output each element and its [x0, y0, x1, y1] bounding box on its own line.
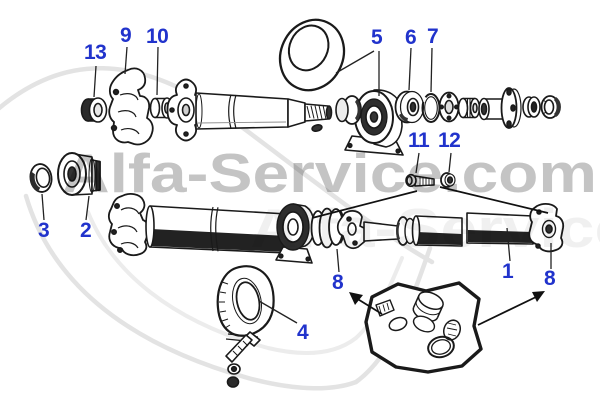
part-snap-ring — [421, 93, 441, 123]
part-seal-cup — [29, 163, 53, 193]
part-end-nut — [540, 95, 561, 119]
part-lower-yoke — [107, 193, 150, 257]
strap-lines — [311, 186, 549, 219]
part-boot-rings — [310, 207, 345, 249]
kit-arrows — [349, 291, 545, 326]
part-spider-disc — [438, 91, 460, 123]
part-label-1[interactable]: 1 — [502, 260, 514, 283]
part-center-support-bottom — [275, 203, 315, 264]
part-label-3[interactable]: 3 — [38, 219, 50, 242]
part-label-11[interactable]: 11 — [408, 129, 430, 152]
part-rubber-ring — [278, 18, 346, 92]
part-bushing-sleeve — [57, 152, 101, 196]
part-washer — [522, 96, 541, 118]
part-dome-nut — [80, 97, 108, 123]
leader-lines — [41, 46, 552, 324]
part-rubber-damper — [216, 265, 275, 388]
part-splined-sleeve — [457, 97, 481, 119]
part-front-shaft — [166, 78, 333, 142]
part-label-9[interactable]: 9 — [120, 24, 132, 47]
part-label-13[interactable]: 13 — [84, 41, 107, 64]
part-rear-tube-a — [411, 215, 463, 247]
part-bolt-11 — [405, 173, 435, 188]
part-nut-12 — [440, 172, 456, 188]
part-dust-cap — [335, 95, 362, 125]
part-label-6[interactable]: 6 — [405, 26, 417, 49]
part-front-tube — [145, 205, 288, 254]
part-ujoint-kit-cloth — [364, 281, 483, 374]
part-flange-hub — [478, 87, 522, 129]
part-front-yoke — [108, 67, 154, 146]
part-bearing — [394, 90, 425, 124]
part-label-10[interactable]: 10 — [146, 25, 169, 48]
part-center-support-top — [344, 89, 404, 156]
watermark-text: Alfa-Service.com — [62, 142, 597, 204]
part-label-12[interactable]: 12 — [438, 129, 461, 152]
part-label-5[interactable]: 5 — [371, 26, 383, 49]
part-label-7[interactable]: 7 — [427, 25, 439, 48]
part-label-8-right[interactable]: 8 — [544, 267, 556, 290]
part-center-ujoint — [336, 210, 368, 250]
part-rear-tube-b — [466, 212, 534, 245]
watermark-text-ghost: Alfa-Service.com — [250, 197, 600, 259]
part-label-8-left[interactable]: 8 — [332, 271, 344, 294]
part-label-4[interactable]: 4 — [297, 321, 309, 344]
part-rear-yoke — [528, 202, 565, 253]
part-label-2[interactable]: 2 — [80, 219, 92, 242]
